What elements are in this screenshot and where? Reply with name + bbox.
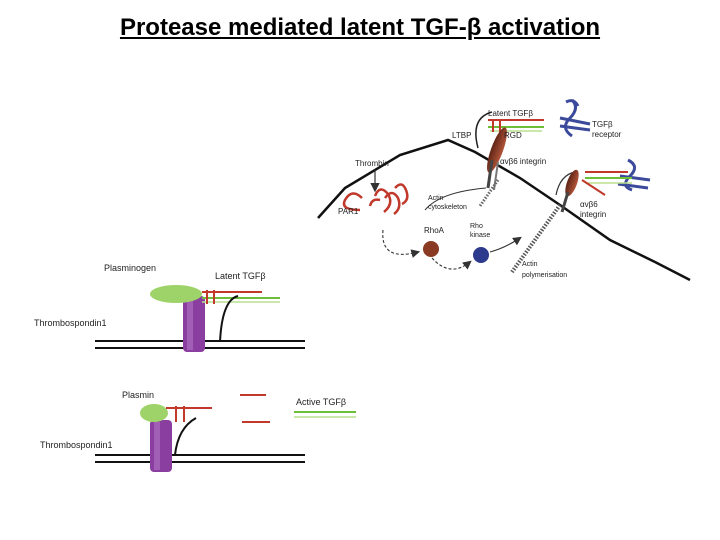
integrin-mechanism-panel: Latent TGFβ TGFβ receptor LTBP RGD Throm… [317,98,691,282]
label-active-tgfb: Active TGFβ [296,397,346,407]
label-actin-poly-2: polymerisation [522,272,567,279]
label-plasmin: Plasmin [122,390,154,400]
page-title: Protease mediated latent TGF-β activatio… [119,14,601,41]
label-rhoa: RhoA [424,226,445,235]
label-rho-kinase-1: Rho [470,223,483,230]
label-avb6-integrin-top: αvβ6 integrin [500,157,546,166]
rho-kinase-shape [473,247,489,263]
label-thrombospondin-2: Thrombospondin1 [40,440,113,450]
label-thrombospondin-1: Thrombospondin1 [34,318,107,328]
integrin-right-shape [565,169,579,197]
label-latent-tgfb-top: Latent TGFβ [488,109,533,118]
plasminogen-panel: Plasminogen Latent TGFβ Thrombospondin1 [34,263,305,352]
ltbp-arc [475,111,493,149]
rhoa-shape [423,241,439,257]
signal-arrow-1 [382,229,421,258]
label-par1: PAR1 [338,207,359,216]
label-plasminogen: Plasminogen [104,263,156,273]
tgfb-receptor-shapes [559,98,651,192]
latent-tgfb-complex-right [581,171,632,196]
label-actin-cytoskeleton-2: cytoskeleton [428,204,467,211]
label-avb6-right-1: αvβ6 [580,200,598,209]
label-thrombin: Thrombin [355,159,389,168]
plasmin-panel: Plasmin Active TGFβ Thrombospondin1 [40,390,356,472]
signal-arrow-2 [431,257,472,270]
label-latent-tgfb-mid: Latent TGFβ [215,271,266,281]
label-ltbp: LTBP [452,131,471,140]
signal-arrow-3 [489,236,522,253]
plasmin-shape [140,404,168,422]
latent-tgfb-complex-top [488,119,544,132]
label-rho-kinase-2: kinase [470,232,490,239]
label-actin-poly-1: Actin [522,261,538,268]
label-rgd: RGD [504,131,522,140]
thrombospondin-shape-2 [150,420,172,472]
thrombospondin-shape-1 [183,296,205,352]
actin-arc [424,187,487,211]
label-avb6-right-2: integrin [580,210,606,219]
label-tgfb-receptor-2: receptor [592,130,622,139]
par1-receptor-shape [342,183,409,215]
label-actin-cytoskeleton-1: Actin [428,195,444,202]
plasminogen-shape [150,285,202,303]
label-tgfb-receptor-1: TGFβ [592,120,613,129]
